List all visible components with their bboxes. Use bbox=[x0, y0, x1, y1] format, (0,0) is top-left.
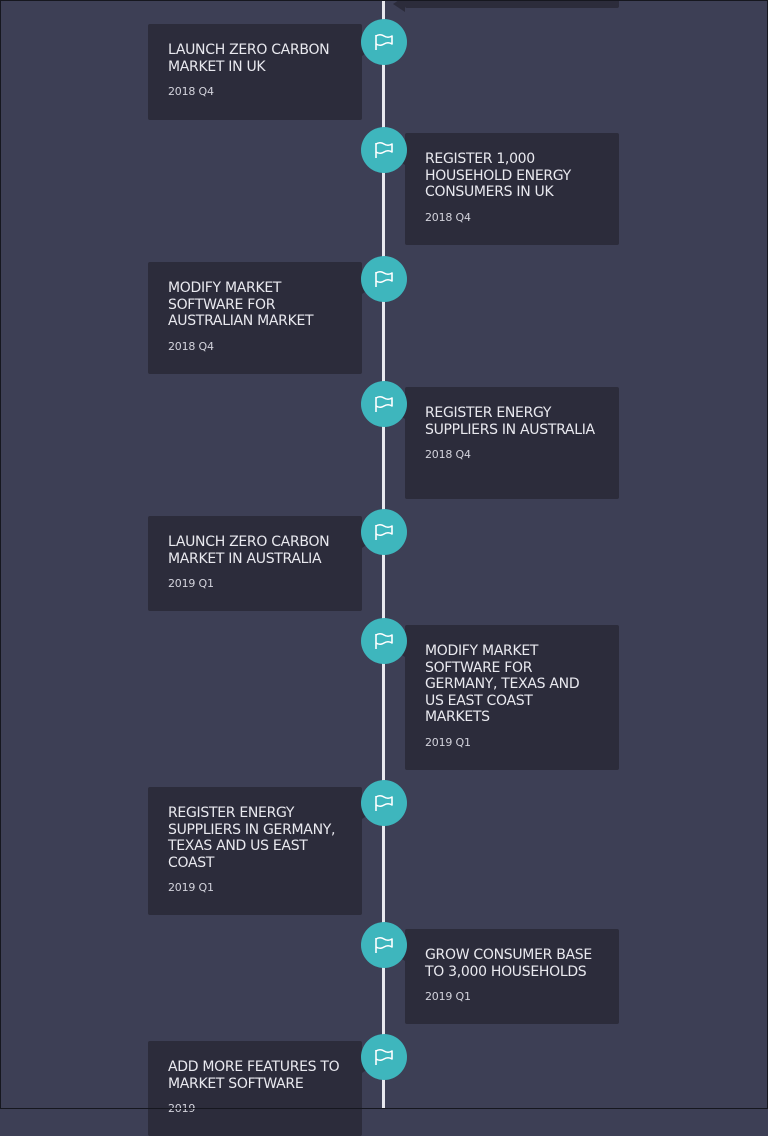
milestone-date: 2019 Q1 bbox=[168, 881, 214, 894]
flag-icon bbox=[373, 270, 395, 288]
milestone-card: REGISTER ENERGY SUPPLIERS IN GERMANY, TE… bbox=[148, 787, 374, 915]
milestone-node bbox=[361, 618, 407, 664]
milestone-node bbox=[361, 19, 407, 65]
milestone-node bbox=[361, 381, 407, 427]
milestone-date: 2018 Q4 bbox=[168, 339, 214, 353]
milestone-title: ADD MORE FEATURES TO MARKET SOFTWARE bbox=[168, 1059, 340, 1092]
milestone-node bbox=[361, 127, 407, 173]
milestone-card: MODIFY MARKET SOFTWARE FOR AUSTRALIAN MA… bbox=[148, 262, 374, 374]
flag-icon bbox=[373, 936, 395, 954]
milestone-title: MODIFY MARKET SOFTWARE FOR AUSTRALIAN MA… bbox=[168, 280, 314, 329]
milestone-node bbox=[361, 780, 407, 826]
flag-icon bbox=[373, 632, 395, 650]
flag-icon bbox=[373, 794, 395, 812]
flag-icon bbox=[373, 33, 395, 51]
milestone-date: 2019 Q1 bbox=[425, 990, 471, 1003]
milestone-node bbox=[361, 1034, 407, 1080]
milestone-date: 2018 Q4 bbox=[425, 448, 471, 461]
milestone-card: ADD MORE FEATURES TO MARKET SOFTWARE 201… bbox=[148, 1041, 374, 1136]
milestone-date: 2018 Q4 bbox=[168, 85, 214, 98]
milestone-title: REGISTER 1,000 HOUSEHOLD ENERGY CONSUMER… bbox=[425, 151, 571, 200]
flag-icon bbox=[373, 1048, 395, 1066]
milestone-card: GROW CONSUMER BASE TO 3,000 HOUSEHOLDS 2… bbox=[393, 929, 619, 1024]
milestone-card: LAUNCH ZERO CARBON MARKET IN AUSTRALIA 2… bbox=[148, 516, 374, 611]
milestone-node bbox=[361, 922, 407, 968]
milestone-node bbox=[361, 256, 407, 302]
flag-icon bbox=[373, 395, 395, 413]
milestone-date: 2019 Q1 bbox=[425, 735, 471, 749]
flag-icon bbox=[373, 141, 395, 159]
milestone-node bbox=[361, 509, 407, 555]
timeline-card-partial bbox=[393, 0, 619, 12]
milestone-card: LAUNCH ZERO CARBON MARKET IN UK 2018 Q4 bbox=[148, 24, 374, 120]
milestone-title: LAUNCH ZERO CARBON MARKET IN AUSTRALIA bbox=[168, 534, 330, 567]
milestone-title: LAUNCH ZERO CARBON MARKET IN UK bbox=[168, 42, 330, 75]
milestone-date: 2019 Q1 bbox=[168, 577, 214, 590]
milestone-date: 2018 Q4 bbox=[425, 210, 471, 224]
milestone-card: REGISTER 1,000 HOUSEHOLD ENERGY CONSUMER… bbox=[393, 133, 619, 245]
milestone-title: GROW CONSUMER BASE TO 3,000 HOUSEHOLDS bbox=[425, 947, 592, 980]
flag-icon bbox=[373, 523, 395, 541]
milestone-title: REGISTER ENERGY SUPPLIERS IN AUSTRALIA bbox=[425, 405, 595, 438]
milestone-card: MODIFY MARKET SOFTWARE FOR GERMANY, TEXA… bbox=[393, 625, 619, 770]
milestone-title: MODIFY MARKET SOFTWARE FOR GERMANY, TEXA… bbox=[425, 643, 580, 725]
milestone-card: REGISTER ENERGY SUPPLIERS IN AUSTRALIA 2… bbox=[393, 387, 619, 499]
milestone-title: REGISTER ENERGY SUPPLIERS IN GERMANY, TE… bbox=[168, 805, 336, 871]
